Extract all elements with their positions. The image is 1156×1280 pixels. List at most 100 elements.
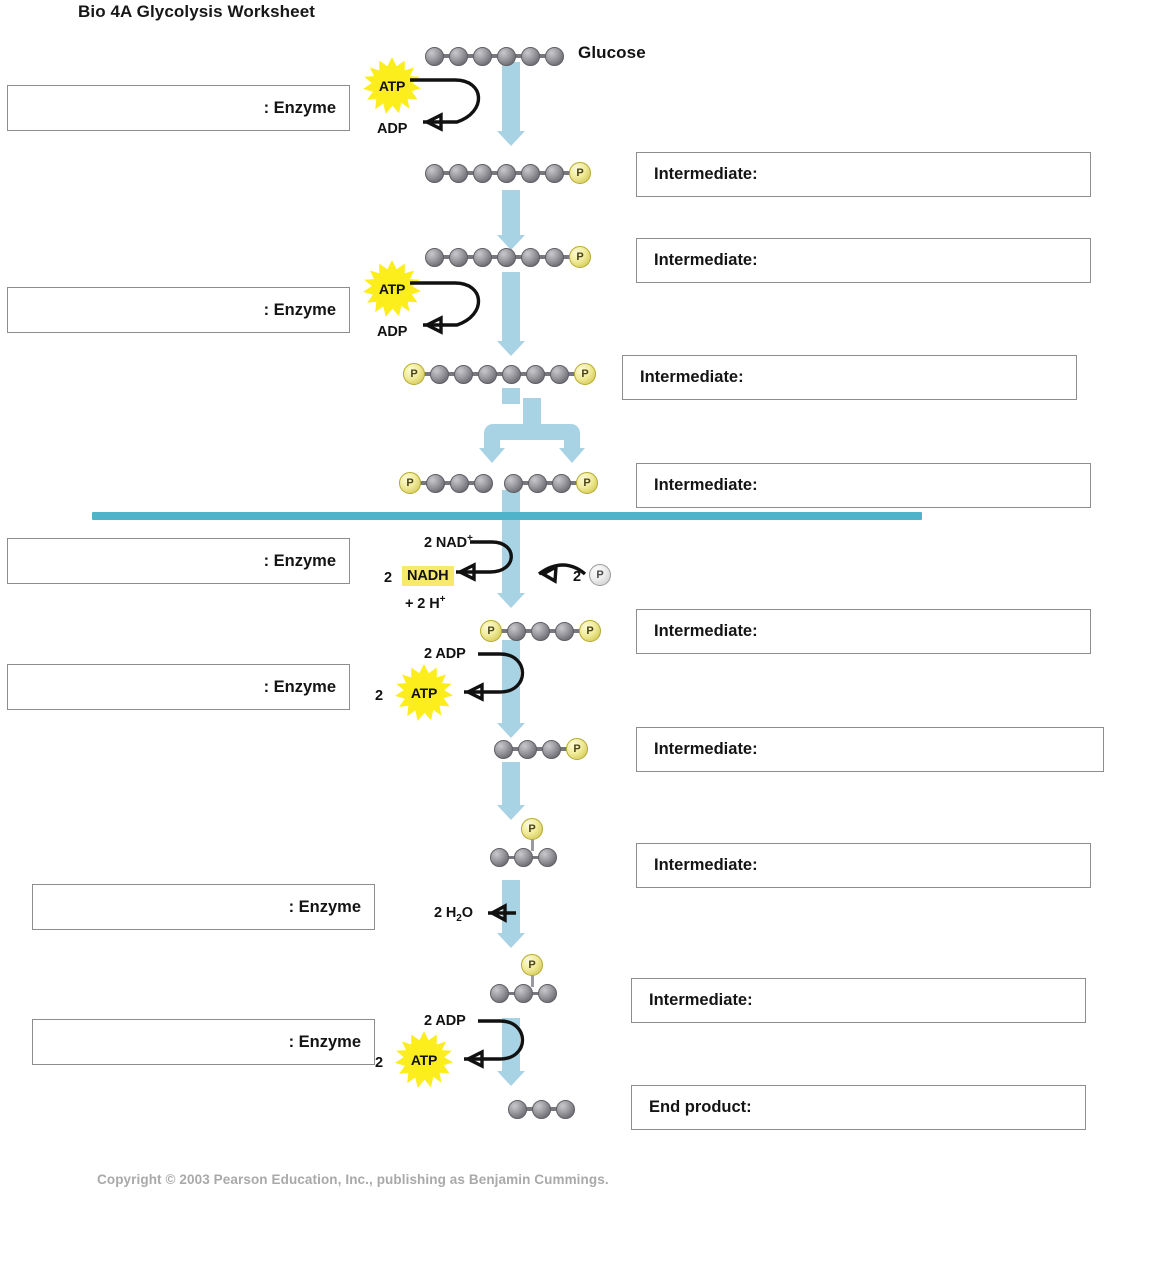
pi-count-label: 2 — [573, 569, 581, 585]
intermediate-box-4[interactable]: Intermediate: — [636, 463, 1091, 508]
atp-count-2: 2 — [375, 1055, 383, 1071]
molecule-pyruvate — [508, 1096, 575, 1122]
split-arrow — [472, 398, 592, 480]
pathway-stem-split — [502, 388, 520, 404]
intermediate-box-label: Intermediate: — [654, 740, 758, 758]
two-water-label: 2 H2O — [434, 905, 473, 924]
carbon-atom — [425, 46, 444, 66]
carbon-atom — [449, 247, 468, 267]
h-charge: + — [439, 594, 446, 605]
carbon-atom — [542, 739, 561, 759]
nadh-label: NADH — [402, 566, 454, 586]
atp-count-1: 2 — [375, 688, 383, 704]
carbon-atom — [521, 163, 540, 183]
carbon-atom — [538, 848, 557, 867]
phosphate-group: P — [399, 472, 421, 494]
enzyme-box-label: : Enzyme — [288, 897, 361, 916]
phosphate-group: P — [569, 162, 591, 184]
enzyme-box-5[interactable]: : Enzyme — [32, 884, 375, 930]
water-subscript: 2 — [456, 912, 462, 924]
enzyme-box-6[interactable]: : Enzyme — [32, 1019, 375, 1065]
intermediate-box-label: Intermediate: — [654, 476, 758, 494]
phosphate-group: P — [521, 818, 543, 840]
intermediate-box-8[interactable]: Intermediate: — [631, 978, 1086, 1023]
carbon-atom — [532, 1099, 551, 1119]
atp-burst-3: ATP — [395, 664, 453, 721]
carbon-atom — [449, 163, 468, 183]
enzyme-box-label: : Enzyme — [263, 300, 336, 319]
carbon-atom — [473, 247, 492, 267]
carbon-atom — [449, 46, 468, 66]
inorganic-phosphate: P — [589, 564, 611, 586]
pathway-arrow-1 — [497, 62, 525, 146]
intermediate-box-6[interactable]: Intermediate: — [636, 727, 1104, 772]
enzyme-box-3[interactable]: : Enzyme — [7, 538, 350, 584]
reaction-curve-1 — [410, 78, 481, 132]
carbon-atom — [430, 364, 449, 384]
phosphate-group: P — [403, 363, 425, 385]
phosphate-group: P — [569, 246, 591, 268]
phosphate-group: P — [579, 620, 601, 642]
intermediate-box-label: Intermediate: — [649, 991, 753, 1009]
phosphate-group: P — [574, 363, 596, 385]
adp-label-1: ADP — [377, 121, 408, 137]
phosphate-group: P — [480, 620, 502, 642]
reaction-curve-3 — [464, 652, 525, 702]
phase-divider — [92, 512, 922, 520]
carbon-atom — [518, 739, 537, 759]
two-h-plus-label: + 2 H+ — [405, 594, 445, 612]
carbon-atom — [473, 46, 492, 66]
enzyme-box-label: : Enzyme — [263, 98, 336, 117]
intermediate-box-7[interactable]: Intermediate: — [636, 843, 1091, 888]
phosphate-group: P — [521, 954, 543, 976]
intermediate-box-5[interactable]: Intermediate: — [636, 609, 1091, 654]
atp-label: ATP — [378, 281, 406, 297]
enzyme-box-4[interactable]: : Enzyme — [7, 664, 350, 710]
intermediate-box-label: Intermediate: — [654, 165, 758, 183]
molecule-phosphoenolpyruvate: P — [490, 954, 574, 1010]
page-title: Bio 4A Glycolysis Worksheet — [78, 2, 316, 21]
carbon-atom — [494, 739, 513, 759]
atp-label: ATP — [378, 78, 406, 94]
molecule-triose-phosphate-right: P — [504, 470, 598, 496]
intermediate-box-1[interactable]: Intermediate: — [636, 152, 1091, 197]
carbon-atom — [545, 163, 564, 183]
molecule-fructose-1-6-bisphosphate: P P — [403, 361, 596, 387]
carbon-atom — [531, 621, 550, 641]
phosphate-group: P — [576, 472, 598, 494]
enzyme-box-label: : Enzyme — [263, 551, 336, 570]
carbon-atom — [552, 473, 571, 493]
reaction-curve-2 — [410, 281, 481, 335]
enzyme-box-1[interactable]: : Enzyme — [7, 85, 350, 131]
end-product-box-label: End product: — [649, 1098, 752, 1116]
molecule-fructose-6-phosphate: P — [425, 244, 591, 270]
carbon-atom — [497, 247, 516, 267]
two-adp-label-2: 2 ADP — [424, 1013, 466, 1029]
molecule-3-phosphoglycerate: P — [494, 736, 588, 762]
nadh-count: 2 — [384, 570, 392, 586]
nad-plus-text: 2 NAD — [424, 534, 468, 551]
carbon-atom — [521, 46, 540, 66]
enzyme-box-2[interactable]: : Enzyme — [7, 287, 350, 333]
carbon-atom — [555, 621, 574, 641]
molecule-glucose — [425, 43, 564, 69]
pathway-arrow-2 — [497, 190, 525, 250]
carbon-atom — [508, 1099, 527, 1119]
carbon-atom — [550, 364, 569, 384]
carbon-atom — [514, 984, 533, 1003]
reaction-curve-pi — [537, 563, 587, 584]
carbon-atom — [556, 1099, 575, 1119]
intermediate-box-2[interactable]: Intermediate: — [636, 238, 1091, 283]
carbon-atom — [454, 364, 473, 384]
carbon-atom — [497, 163, 516, 183]
copyright-footer: Copyright © 2003 Pearson Education, Inc.… — [97, 1172, 609, 1187]
end-product-box[interactable]: End product: — [631, 1085, 1086, 1130]
intermediate-box-label: Intermediate: — [654, 856, 758, 874]
reaction-curve-water — [488, 903, 516, 923]
carbon-atom — [474, 473, 493, 493]
carbon-atom — [473, 163, 492, 183]
atp-burst-4: ATP — [395, 1031, 453, 1088]
intermediate-box-3[interactable]: Intermediate: — [622, 355, 1077, 400]
nad-charge: + — [467, 533, 473, 544]
